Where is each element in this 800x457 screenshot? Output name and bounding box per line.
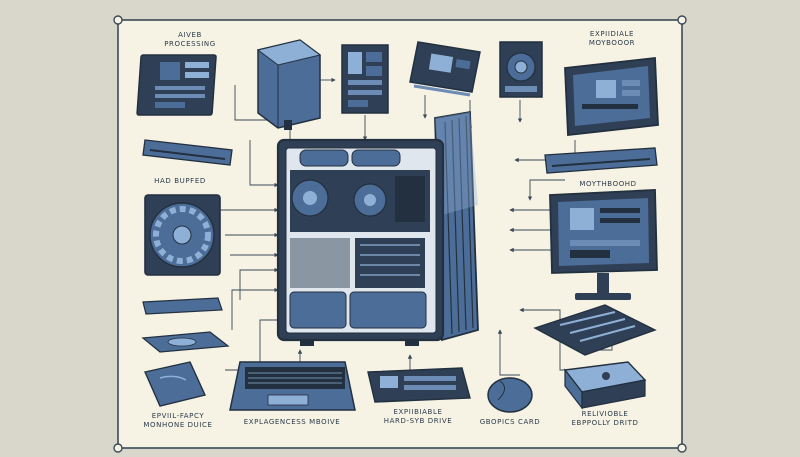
label-bottom-2: EXPLAGENCESS MBOIVE (244, 418, 341, 426)
motherboard-icon (533, 304, 657, 356)
drive-icon (142, 297, 223, 315)
label-bottom-3b: HARD-SYB DRIVE (384, 417, 453, 425)
ram-card-icon (341, 44, 389, 114)
label-mid-right: MOYTHBOOHD (579, 180, 636, 188)
pc-case-icon (276, 110, 479, 346)
cpu-fan-icon (144, 194, 221, 276)
label-top-left-1: AIVEB (178, 31, 202, 39)
drive-icon (141, 331, 230, 353)
label-top-right-1: EXPIIDIALE (590, 30, 634, 38)
label-top-right-2: MOYBOOOR (589, 39, 635, 47)
label-bottom-1a: EPVIIL-FAPCY (152, 412, 205, 420)
ram-stick-icon (544, 147, 658, 174)
ram-stick-icon (142, 139, 233, 166)
label-bottom-5a: RELIVIOBLE (582, 410, 629, 418)
label-bottom-3a: EXPIIBIABLE (394, 408, 443, 416)
drive-icon (144, 361, 206, 407)
label-bottom-1b: MONHONE DUICE (143, 421, 212, 429)
keyboard-icon (229, 361, 356, 411)
motherboard-icon (136, 54, 217, 116)
graphics-card-icon (409, 41, 481, 97)
label-bottom-4: GBOPICS CARD (480, 418, 541, 426)
corner-pin (677, 15, 687, 25)
speaker-icon (499, 41, 543, 98)
label-top-left-2: PROCESSING (164, 40, 216, 48)
graphics-card-icon (367, 367, 471, 403)
monitor-icon (549, 189, 658, 300)
label-bottom-5b: EBPPOLLY DRITD (572, 419, 639, 427)
label-mid-left: HAD BUPFED (154, 177, 206, 185)
mini-pc-icon (563, 361, 647, 410)
monitor-icon (564, 56, 659, 137)
corner-pin (677, 443, 687, 453)
corner-pin (113, 443, 123, 453)
power-supply-icon (256, 39, 322, 130)
corner-pin (113, 15, 123, 25)
mouse-icon (487, 377, 533, 413)
